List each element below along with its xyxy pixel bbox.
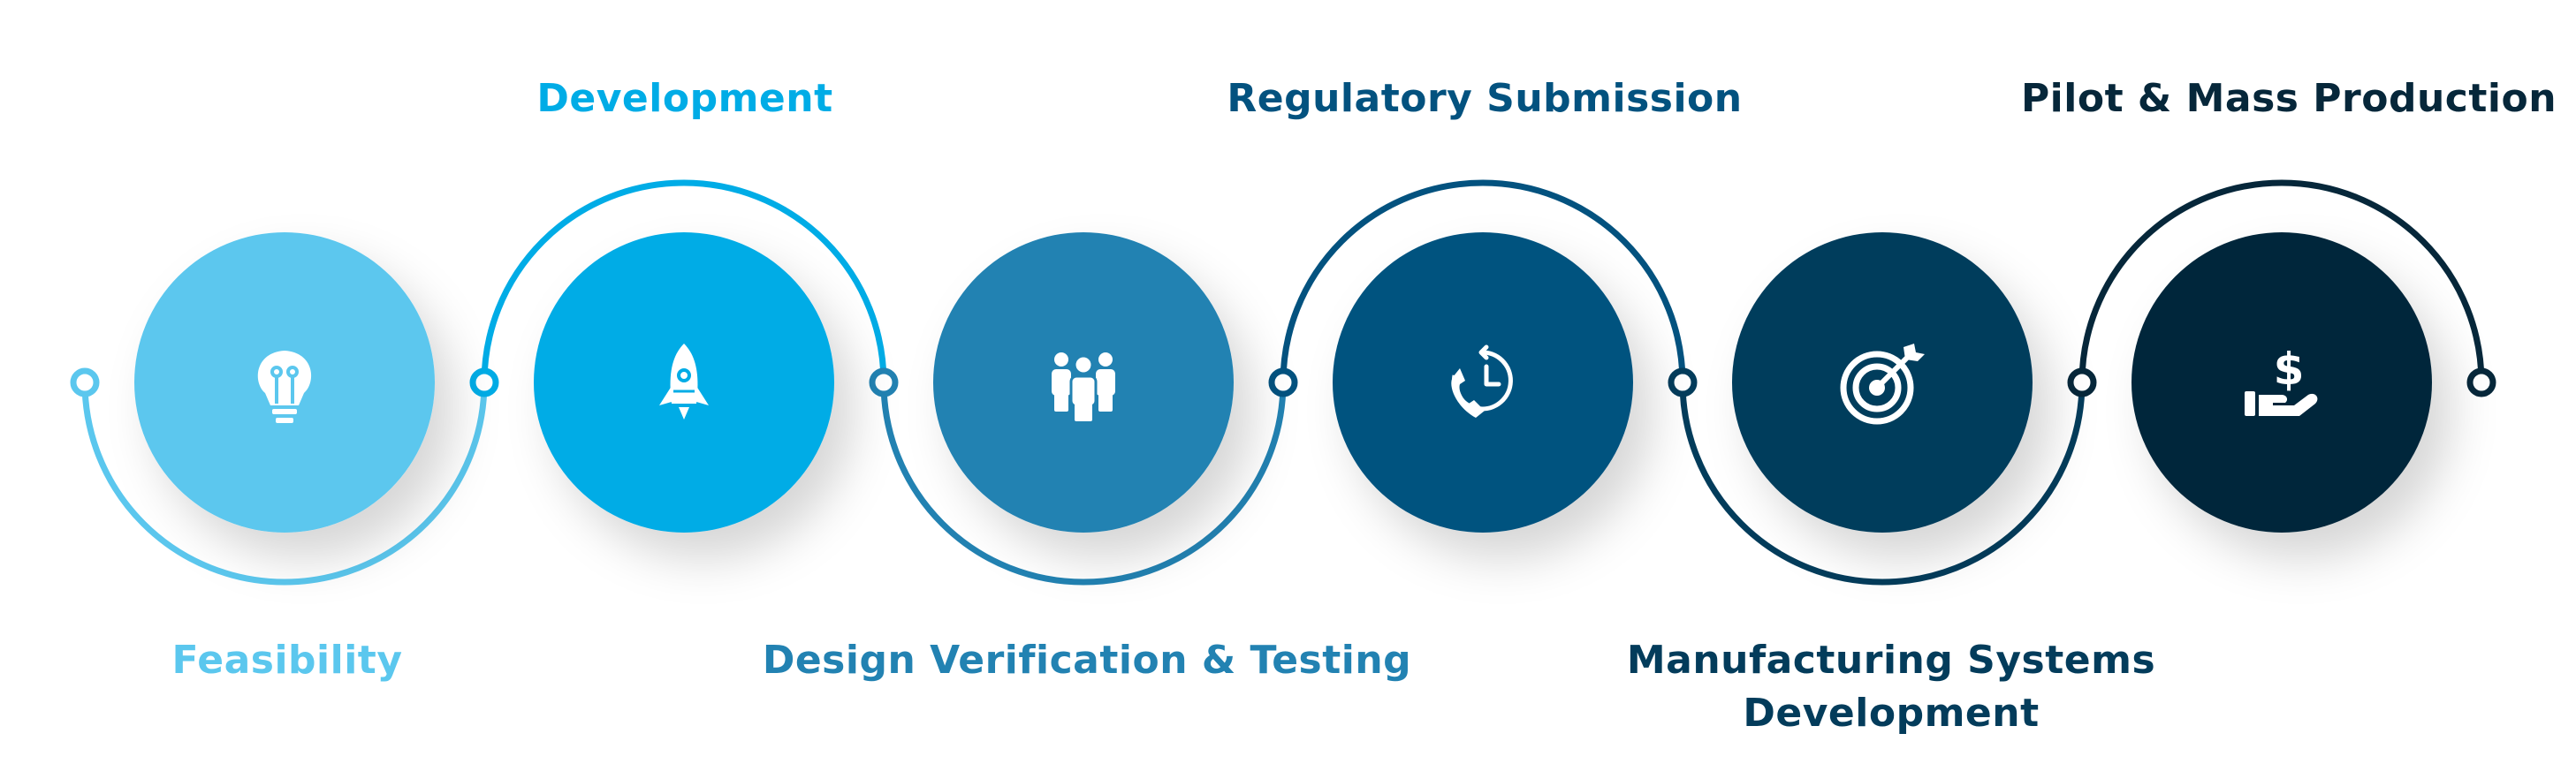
money-hand-icon: $ — [2245, 344, 2318, 416]
connector-arc-6 — [2078, 179, 2485, 383]
stage-label-feasibility: Feasibility — [171, 638, 403, 683]
stage-label-pilot-production: Pilot & Mass Production — [2020, 76, 2557, 121]
connector-arc-4 — [1280, 179, 1686, 383]
connector-arc-1 — [81, 382, 488, 586]
lightbulb-icon — [257, 351, 312, 423]
connector-node-2 — [869, 367, 899, 397]
stage-label-design-verification: Design Verification & Testing — [762, 638, 1412, 683]
rocket-icon — [659, 344, 709, 420]
connector-node-1 — [469, 367, 499, 397]
connector-node-6 — [2466, 367, 2496, 397]
stage-label-manufacturing-systems: Manufacturing Systems Development — [1626, 638, 2156, 736]
icon-layer: $ — [257, 344, 2318, 425]
connector-node-0 — [70, 367, 100, 397]
connector-arc-5 — [1679, 382, 2086, 586]
svg-text:$: $ — [2274, 344, 2305, 395]
connector-node-5 — [2067, 367, 2097, 397]
node-layer — [70, 367, 2496, 397]
phone-clock-icon — [1451, 344, 1513, 418]
stage-label-development: Development — [536, 76, 833, 121]
target-icon — [1840, 344, 1925, 425]
connector-layer — [81, 179, 2485, 586]
stage-label-regulatory-submission: Regulatory Submission — [1227, 76, 1743, 121]
stage-circle-regulatory-submission — [1333, 232, 1633, 533]
team-icon — [1052, 352, 1115, 421]
connector-arc-3 — [880, 382, 1287, 586]
stage-circle-pilot-production — [2131, 232, 2432, 533]
connector-node-3 — [1268, 367, 1298, 397]
connector-node-4 — [1668, 367, 1698, 397]
connector-arc-2 — [481, 179, 887, 383]
